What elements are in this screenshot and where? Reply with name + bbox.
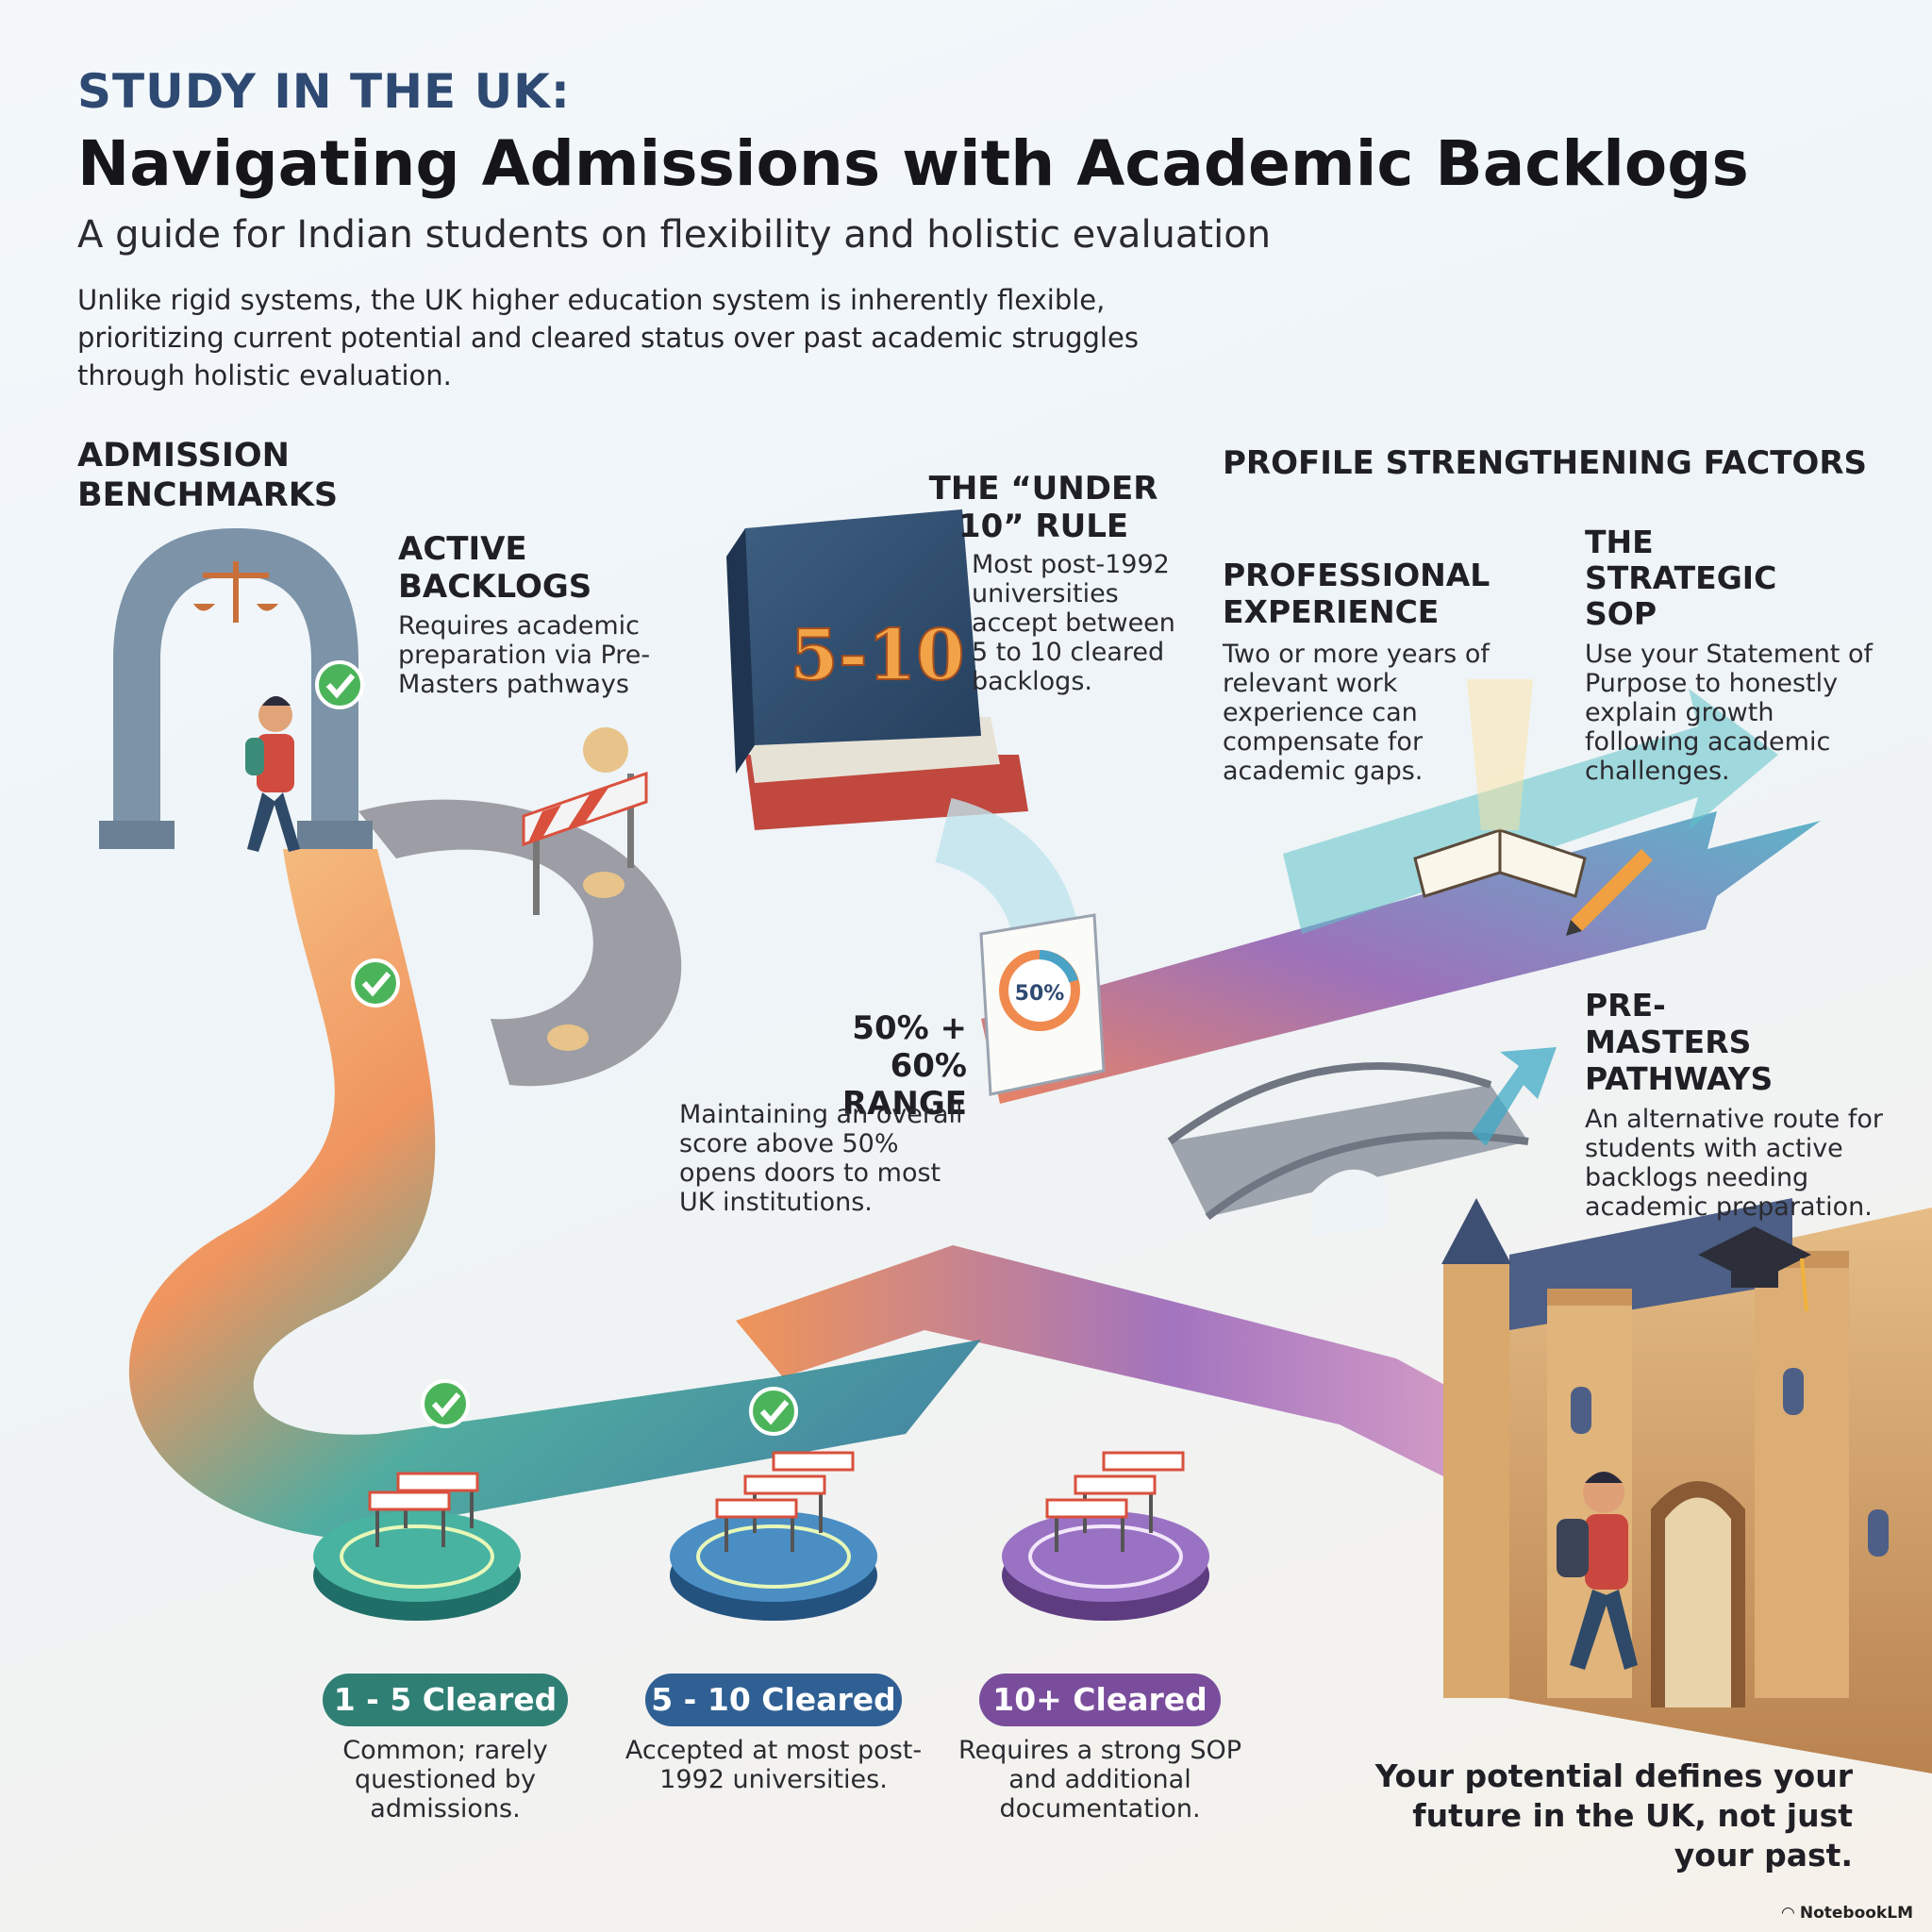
tier-platform-2: [670, 1511, 877, 1621]
closing-statement: Your potential defines your future in th…: [1374, 1757, 1853, 1874]
strategic-sop-block: THE STRATEGIC SOP Use your Statement of …: [1585, 524, 1877, 787]
professional-experience-block: PROFESSIONAL EXPERIENCE Two or more year…: [1223, 557, 1506, 786]
header-kicker: STUDY IN THE UK:: [77, 64, 571, 119]
hurdles-icon: [368, 1472, 479, 1547]
pencil-icon: [1566, 849, 1653, 936]
tier-text-2: Accepted at most post-1992 universities.: [625, 1736, 923, 1794]
brand-icon: ◠: [1781, 1904, 1800, 1923]
scroll-icon: [979, 913, 1106, 1096]
page-subtitle: A guide for Indian students on flexibili…: [77, 213, 1272, 257]
check-icon: [315, 660, 364, 709]
book-stack-icon: [726, 509, 1028, 830]
range-title: 50% + 60% RANGE: [841, 1009, 967, 1123]
scroll-label: 50%: [1015, 982, 1065, 1006]
tier-label-2: 5 - 10 Cleared: [645, 1674, 902, 1726]
check-icon: [421, 1379, 470, 1428]
tier-label-1: 1 - 5 Cleared: [323, 1674, 568, 1726]
brand-text: NotebookLM: [1799, 1904, 1913, 1923]
open-book-icon: [1413, 679, 1587, 898]
page-title: Navigating Admissions with Academic Back…: [77, 127, 1749, 200]
coin-icon: [583, 872, 625, 898]
pathway-arrow: [1472, 1047, 1557, 1146]
benchmarks-section-title: ADMISSION BENCHMARKS: [77, 437, 339, 514]
hurdles-icon: [1045, 1451, 1185, 1552]
tier-platform-3: [1002, 1511, 1209, 1621]
winding-path: [128, 849, 981, 1538]
upper-arrow: [1283, 689, 1778, 934]
tier-label-3: 10+ Cleared: [979, 1674, 1221, 1726]
lower-road: [736, 1245, 1604, 1528]
tier-platform-1: [313, 1511, 521, 1621]
check-icon: [749, 1387, 798, 1436]
barrier-icon: [522, 771, 648, 915]
premasters-title: PRE-MASTERS PATHWAYS: [1585, 987, 1774, 1097]
strategic-sop-text: Use your Statement of Purpose to honestl…: [1585, 640, 1874, 786]
factors-section-title: PROFILE STRENGTHENING FACTORS: [1223, 444, 1867, 482]
intro-paragraph: Unlike rigid systems, the UK higher educ…: [77, 284, 1139, 391]
grey-path: [358, 799, 682, 1087]
student-near-castle: [1557, 1472, 1638, 1670]
under10-title: THE “UNDER 10” RULE: [928, 470, 1158, 545]
active-backlogs-text: Requires academic preparation via Pre-Ma…: [398, 611, 651, 699]
premasters-text: An alternative route for students with a…: [1585, 1105, 1883, 1222]
tier-text-3: Requires a strong SOP and additional doc…: [958, 1736, 1241, 1824]
under10-text: Most post-1992 universities accept betwe…: [972, 550, 1175, 696]
professional-experience-text: Two or more years of relevant work exper…: [1223, 640, 1490, 786]
active-backlogs-block: ACTIVE BACKLOGS Requires academic prepar…: [398, 530, 681, 699]
castle-icon: [1441, 1198, 1932, 1774]
professional-experience-title: PROFESSIONAL EXPERIENCE: [1223, 557, 1491, 630]
check-icon: [351, 958, 400, 1008]
strategic-sop-title: THE STRATEGIC SOP: [1585, 524, 1777, 632]
hurdles-icon: [715, 1451, 855, 1552]
coin-icon: [583, 727, 628, 773]
premasters-block: PRE-MASTERS PATHWAYS An alternative rout…: [1585, 987, 1906, 1222]
graduation-cap-icon: [1698, 1226, 1811, 1312]
range-text: Maintaining an overall score above 50% o…: [679, 1100, 963, 1217]
brand-logo: ◠ NotebookLM: [1782, 1904, 1913, 1923]
coin-icon: [547, 1024, 589, 1051]
tier-text-1: Common; rarely questioned by admissions.: [342, 1736, 548, 1824]
active-backlogs-title: ACTIVE BACKLOGS: [398, 530, 592, 606]
book-label: 5-10: [790, 615, 964, 696]
arch-gate: [99, 528, 373, 849]
student-figure: [245, 696, 300, 852]
